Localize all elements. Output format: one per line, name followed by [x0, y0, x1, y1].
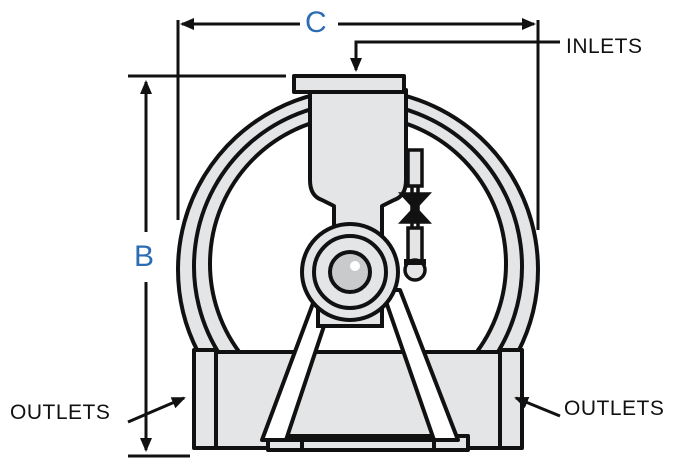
gate-valve-icon — [397, 148, 433, 282]
inlets-leader — [350, 40, 560, 72]
outlets-left-label: OUTLETS — [10, 401, 111, 424]
outlets-right-label: OUTLETS — [564, 397, 665, 420]
axle-hub-icon — [300, 222, 400, 328]
base-frame — [192, 348, 524, 452]
inlets-label: INLETS — [566, 35, 643, 58]
dimension-b-label: B — [134, 240, 155, 273]
dimension-c — [176, 18, 540, 230]
outlets-leaders — [127, 396, 561, 424]
dimension-c-label: C — [305, 6, 327, 39]
dimension-b — [128, 74, 286, 458]
